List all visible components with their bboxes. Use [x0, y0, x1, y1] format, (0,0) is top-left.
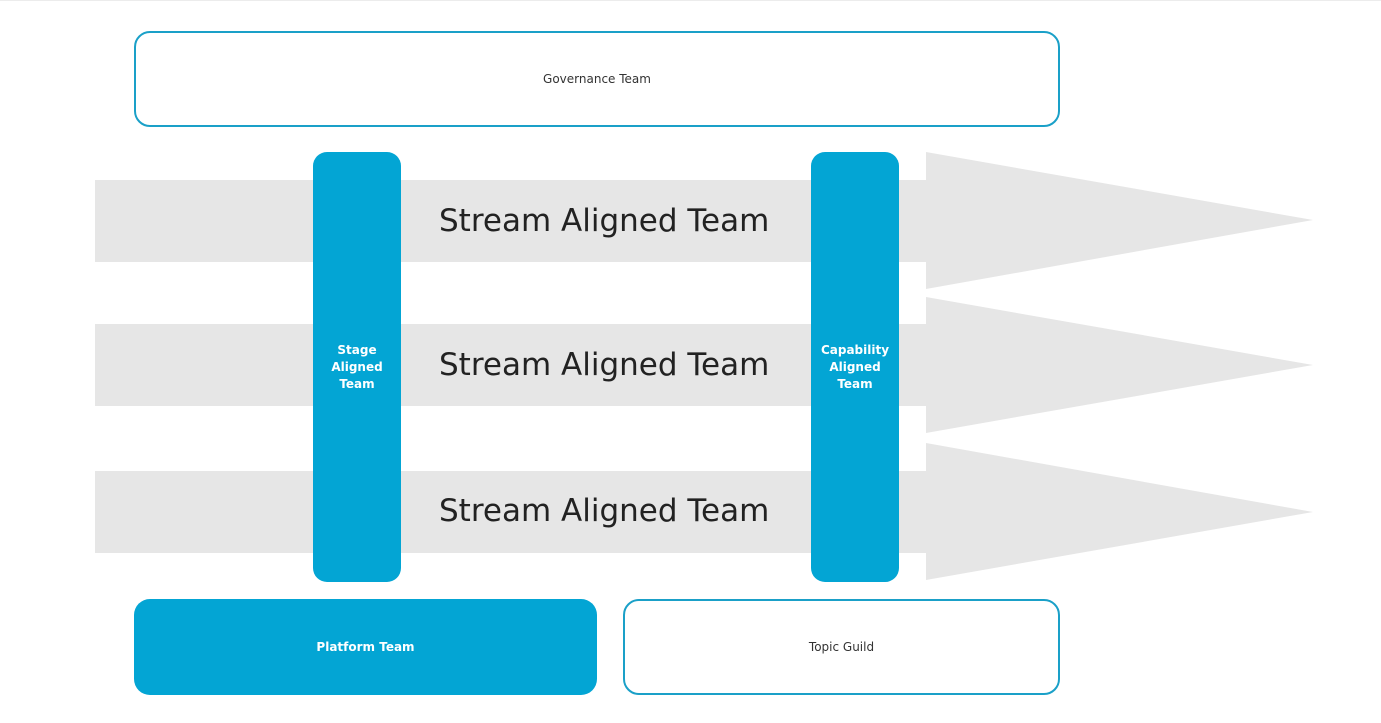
topic-guild-label: Topic Guild — [808, 639, 875, 654]
platform-team-label: Platform Team — [316, 639, 415, 654]
stream-aligned-team-label-2: Stream Aligned Team — [439, 347, 770, 383]
stream-aligned-team-label-3: Stream Aligned Team — [439, 493, 770, 529]
capability-aligned-team-label: Capability Aligned Team — [820, 342, 890, 391]
top-divider — [0, 0, 1381, 1]
governance-team-label: Governance Team — [543, 71, 651, 86]
capability-aligned-team-bar: Capability Aligned Team — [811, 152, 899, 582]
governance-team-box: Governance Team — [134, 31, 1060, 127]
platform-team-box: Platform Team — [134, 599, 597, 695]
stage-aligned-team-label: Stage Aligned Team — [331, 342, 383, 391]
stage-aligned-team-bar: Stage Aligned Team — [313, 152, 401, 582]
stream-aligned-team-label-1: Stream Aligned Team — [439, 203, 770, 239]
topic-guild-box: Topic Guild — [623, 599, 1060, 695]
